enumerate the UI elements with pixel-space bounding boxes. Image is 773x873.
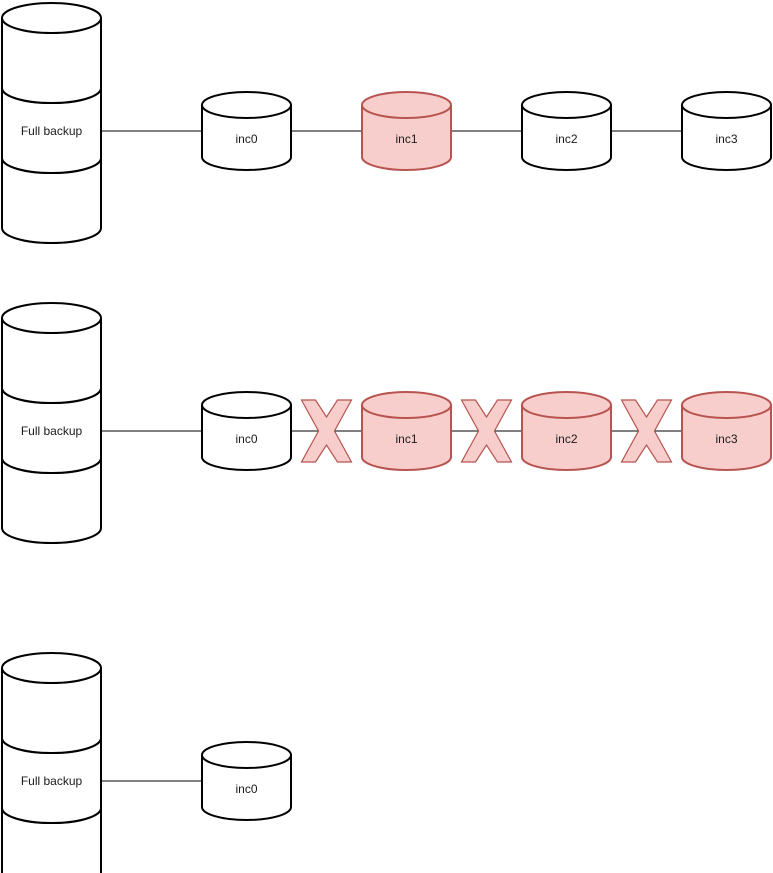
increment-label: inc0 [235, 782, 257, 796]
increment-label: inc1 [395, 432, 417, 446]
increment-label: inc0 [235, 432, 257, 446]
full-backup-cylinder: Full backup [1, 2, 102, 244]
increment-label: inc2 [555, 432, 577, 446]
increment-cylinder-inc1: inc1 [361, 391, 452, 471]
full-backup-cylinder: Full backup [1, 652, 102, 873]
increment-label: inc3 [715, 432, 737, 446]
broken-link-x-icon [620, 399, 673, 463]
increment-label: inc3 [715, 132, 737, 146]
increment-label: inc0 [235, 132, 257, 146]
increment-cylinder-inc0: inc0 [201, 741, 292, 821]
increment-label: inc2 [555, 132, 577, 146]
increment-label: inc1 [395, 132, 417, 146]
broken-link-x-icon [300, 399, 353, 463]
increment-cylinder-inc0: inc0 [201, 391, 292, 471]
increment-cylinder-inc2: inc2 [521, 391, 612, 471]
full-backup-label: Full backup [21, 124, 83, 138]
full-backup-label: Full backup [21, 424, 83, 438]
increment-cylinder-inc3: inc3 [681, 391, 772, 471]
increment-cylinder-inc0: inc0 [201, 91, 292, 171]
increment-cylinder-inc2: inc2 [521, 91, 612, 171]
backup-row-3: Full backup inc0 [1, 652, 292, 873]
full-backup-label: Full backup [21, 774, 83, 788]
increment-cylinder-inc3: inc3 [681, 91, 772, 171]
increment-cylinder-inc1: inc1 [361, 91, 452, 171]
backup-row-2: Full backup inc0 inc1 inc2 inc3 [1, 302, 772, 544]
backup-row-1: Full backup inc0 inc1 inc2 inc3 [1, 2, 772, 244]
broken-link-x-icon [460, 399, 513, 463]
full-backup-cylinder: Full backup [1, 302, 102, 544]
